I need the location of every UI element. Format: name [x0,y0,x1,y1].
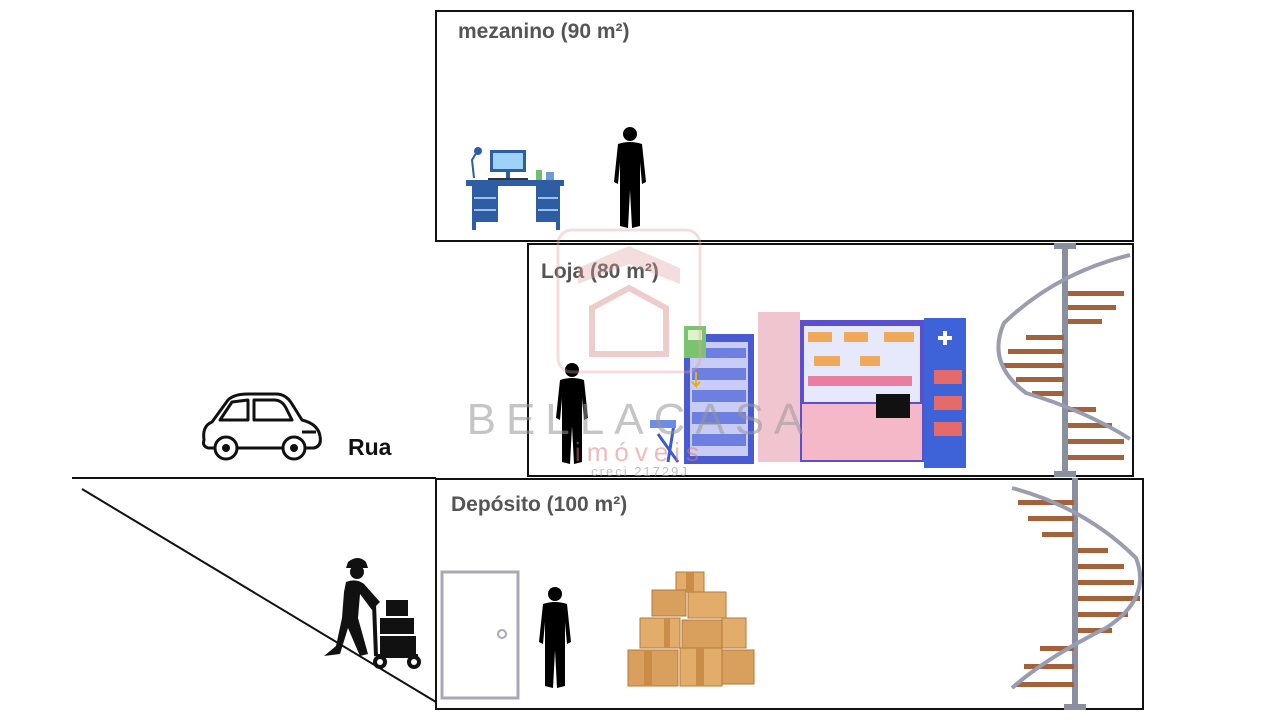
spiral-staircase-icon [1010,478,1143,710]
door-icon [440,570,520,700]
boxes-icon [627,571,755,687]
person-silhouette-icon [556,363,588,464]
pharmacy-shelves-icon [650,312,966,468]
deposito-label: Depósito (100 m²) [451,493,628,516]
worker-with-hand-truck-icon [324,558,421,669]
house-logo-icon [556,228,702,374]
person-silhouette-icon [614,127,646,228]
desk-icon [466,147,564,230]
car-icon [202,392,322,461]
loja-label: Loja (80 m²) [541,260,659,283]
street-label: Rua [348,434,392,460]
mezanino-floor [435,10,1134,242]
mezanino-label: mezanino (90 m²) [458,20,630,43]
spiral-staircase-icon [996,243,1132,477]
person-silhouette-icon [539,587,571,688]
computer-icon [488,150,528,180]
